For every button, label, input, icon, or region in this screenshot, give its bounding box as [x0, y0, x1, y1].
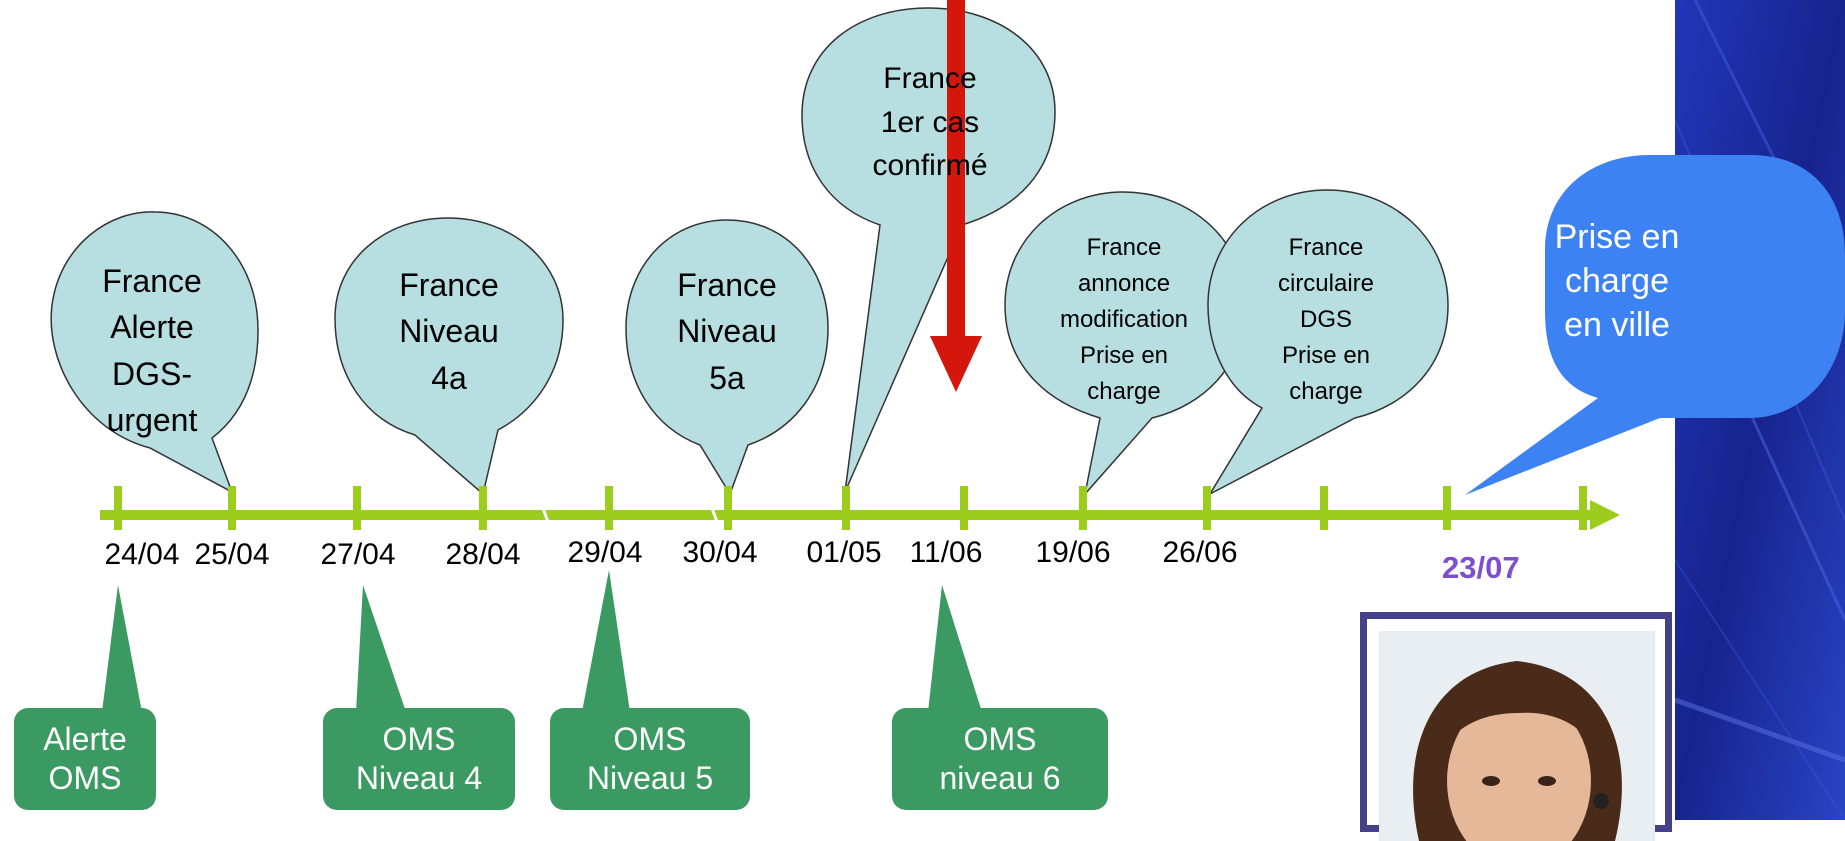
bubble-text-circulaire-dgs: France circulaire DGS Prise en charge	[1277, 234, 1375, 405]
bubble-text-annonce-modification: France annonce modification Prise en cha…	[1059, 234, 1189, 405]
date-label: 11/06	[909, 536, 983, 569]
oms-pointer-alerte	[102, 585, 142, 712]
bubble-text-niveau-5a: France Niveau 5a	[677, 267, 777, 396]
bubble-dgs-urgent	[50, 211, 259, 494]
oms-box-alerte: Alerte OMS	[14, 708, 156, 810]
red-arrow-shaft	[947, 0, 965, 340]
timeline-diagram	[50, 0, 1845, 712]
bubble-niveau-4a	[334, 217, 564, 496]
oms-box-niveau4: OMS Niveau 4	[323, 708, 515, 810]
oms-pointer-niveau5	[582, 570, 630, 712]
blue-bubble-text: Prise en charge en ville	[1554, 218, 1680, 345]
date-label: 19/06	[1035, 536, 1111, 569]
date-label: 24/04	[104, 538, 180, 571]
red-arrow-head	[930, 336, 982, 392]
oms-pointer-niveau4	[356, 585, 406, 712]
portrait-photo	[1379, 631, 1655, 841]
date-label: 25/04	[194, 538, 270, 571]
bubble-text-premier-cas: France 1er cas confirmé	[872, 62, 988, 182]
oms-box-niveau6: OMS niveau 6	[892, 708, 1108, 810]
portrait-frame	[1360, 612, 1672, 841]
highlight-date: 23/07	[1442, 550, 1520, 585]
oms-box-niveau5: OMS Niveau 5	[550, 708, 750, 810]
bubble-premier-cas	[801, 7, 1056, 493]
timeline-ticks	[114, 486, 1587, 530]
bubble-text-dgs-urgent: France Alerte DGS- urgent	[102, 263, 202, 439]
bubble-circulaire-dgs	[1207, 189, 1449, 496]
date-label: 26/06	[1162, 536, 1238, 569]
oms-pointer-niveau6	[928, 585, 982, 712]
timeline-arrowhead	[1590, 500, 1620, 530]
date-label: 30/04	[682, 536, 758, 569]
date-label: 27/04	[320, 538, 396, 571]
blue-bubble	[1465, 155, 1845, 495]
date-label: 28/04	[445, 538, 521, 571]
bubble-text-niveau-4a: France Niveau 4a	[399, 267, 499, 396]
date-label: 29/04	[567, 536, 643, 569]
date-label: 01/05	[806, 536, 882, 569]
bubble-niveau-5a	[625, 219, 829, 496]
